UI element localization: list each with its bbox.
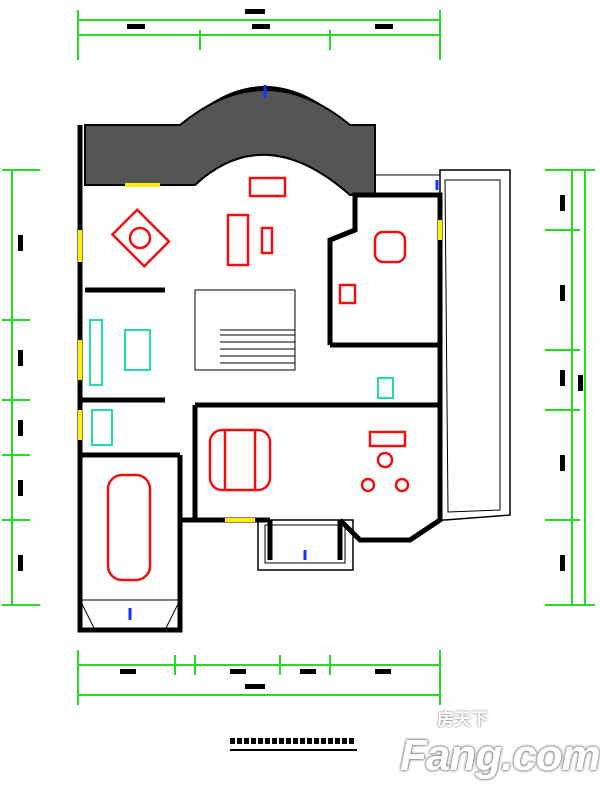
terrace-inner-outline [444, 179, 501, 513]
door-markers [128, 85, 439, 620]
watermark-cn: 房天下 [437, 710, 488, 729]
watermark-logo: Fang.com [400, 731, 600, 780]
garage-door [79, 599, 181, 631]
dimension-lines [2, 10, 595, 705]
staircase [194, 289, 296, 371]
dimension-labels [18, 9, 583, 689]
title-underline [230, 749, 357, 751]
hatched-terrace [84, 89, 376, 196]
car-icon [106, 473, 152, 582]
railing [374, 174, 441, 196]
entrance-steps [257, 519, 354, 571]
furniture [110, 176, 410, 493]
fixtures [89, 319, 394, 446]
windows [78, 183, 442, 522]
drawing-title [230, 738, 355, 744]
